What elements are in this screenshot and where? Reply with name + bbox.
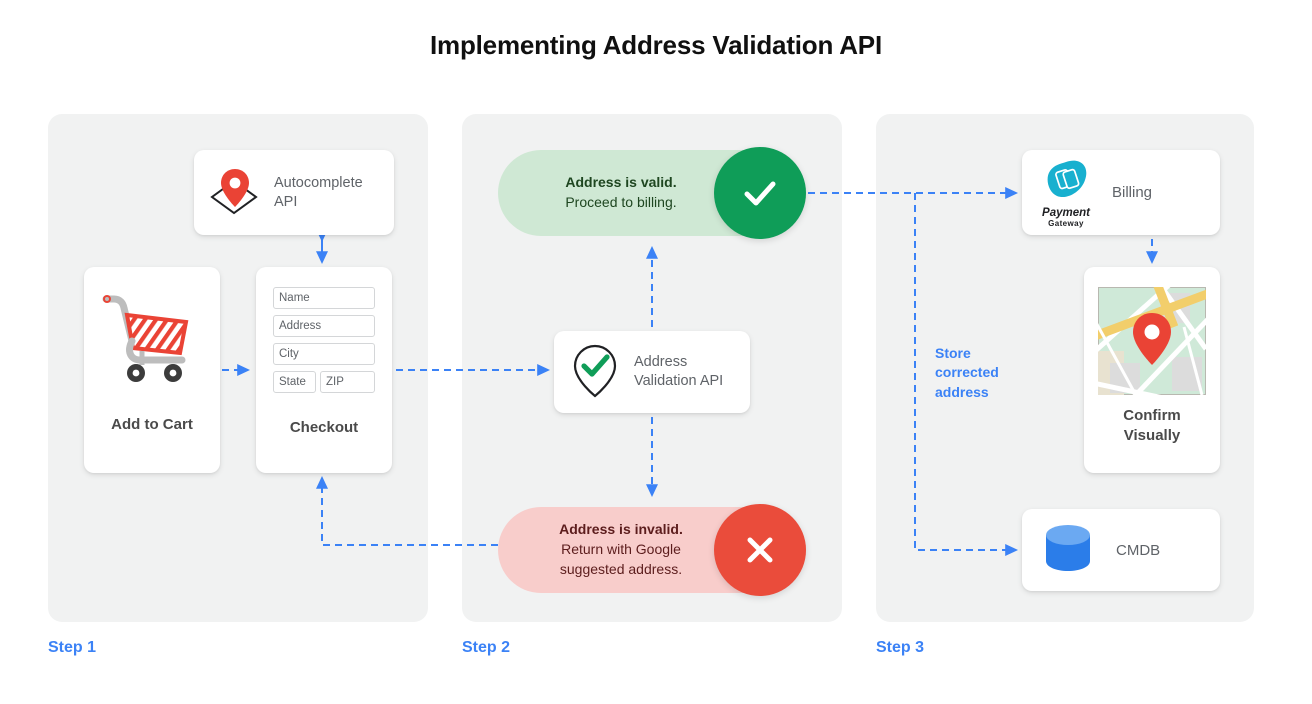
page-title: Implementing Address Validation API bbox=[430, 30, 882, 60]
address-invalid-text: Address is invalid. Return with Google s… bbox=[559, 521, 683, 577]
checkout-label: Checkout bbox=[289, 419, 359, 436]
add-to-cart-label: Add to Cart bbox=[111, 416, 193, 433]
check-icon bbox=[714, 147, 806, 239]
autocomplete-api-label: Autocomplete API bbox=[274, 174, 363, 210]
map-thumbnail-icon bbox=[1090, 275, 1212, 402]
map-pin-check-icon bbox=[568, 342, 622, 403]
cmdb-card[interactable]: CMDB bbox=[1022, 509, 1220, 591]
payment-logo-primary: Payment bbox=[1042, 206, 1090, 219]
address-field[interactable]: Address bbox=[273, 315, 375, 337]
address-valid-pill: Address is valid. Proceed to billing. bbox=[498, 147, 806, 239]
autocomplete-api-card[interactable]: Autocomplete API bbox=[194, 150, 394, 235]
close-icon bbox=[714, 504, 806, 596]
step-3-label: Step 3 bbox=[876, 639, 925, 656]
confirm-visually-card[interactable]: Confirm Visually bbox=[1084, 267, 1220, 473]
address-validation-api-card[interactable]: Address Validation API bbox=[554, 331, 750, 413]
address-validation-api-label: Address Validation API bbox=[634, 353, 724, 389]
city-field[interactable]: City bbox=[273, 343, 375, 365]
step-1-label: Step 1 bbox=[48, 639, 97, 656]
billing-label: Billing bbox=[1112, 184, 1153, 201]
state-field[interactable]: State bbox=[273, 371, 316, 393]
zip-field[interactable]: ZIP bbox=[320, 371, 375, 393]
name-field[interactable]: Name bbox=[273, 287, 375, 309]
address-valid-text: Address is valid. Proceed to billing. bbox=[565, 174, 677, 210]
shopping-cart-icon bbox=[98, 289, 208, 394]
address-invalid-pill: Address is invalid. Return with Google s… bbox=[498, 504, 806, 596]
cmdb-label: CMDB bbox=[1116, 541, 1161, 559]
payment-logo-secondary: Gateway bbox=[1048, 218, 1084, 228]
map-pin-diamond-icon bbox=[204, 161, 266, 224]
billing-card[interactable]: Payment Gateway Billing bbox=[1022, 150, 1220, 235]
step-2-label: Step 2 bbox=[462, 639, 511, 656]
checkout-card[interactable]: Name Address City State ZIP Checkout bbox=[256, 267, 392, 473]
confirm-visually-label: Confirm Visually bbox=[1123, 407, 1181, 444]
payment-gateway-logo-icon: Payment Gateway bbox=[1036, 158, 1096, 228]
add-to-cart-card[interactable]: Add to Cart bbox=[84, 267, 220, 473]
database-cylinder-icon bbox=[1042, 521, 1094, 580]
store-corrected-address-note: Store corrected address bbox=[935, 345, 999, 400]
